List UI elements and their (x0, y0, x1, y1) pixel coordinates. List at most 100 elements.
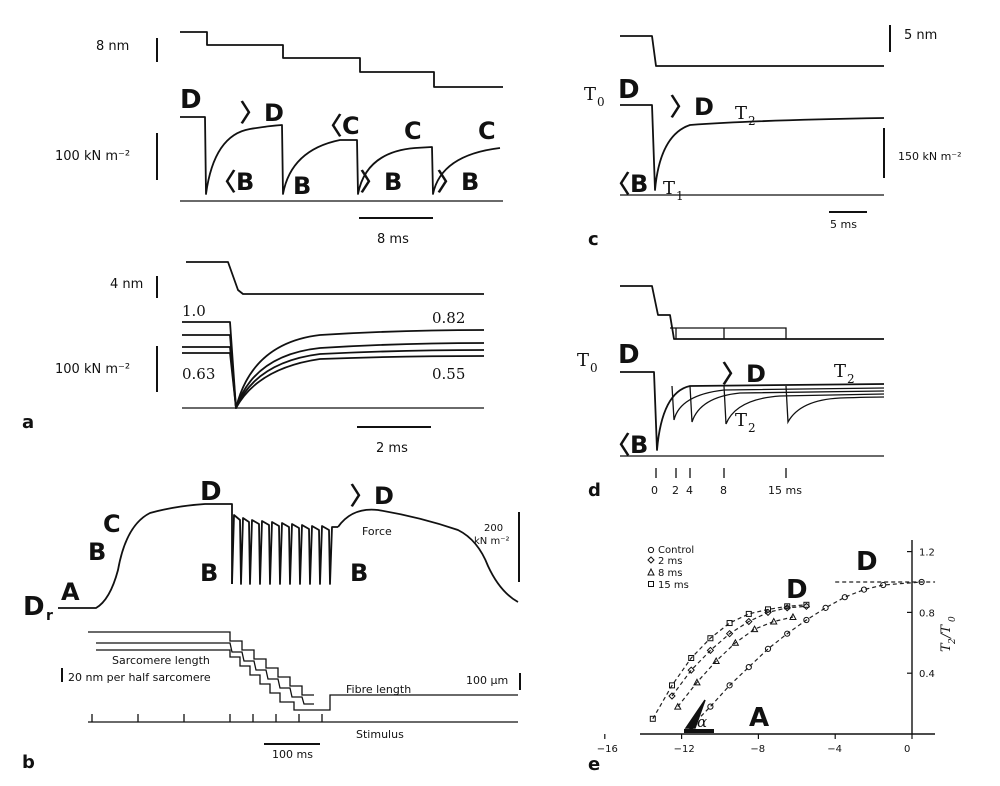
d-tick-0: 0 (651, 484, 658, 497)
e-point-control (726, 682, 733, 689)
e-x-tick-label: −16 (597, 744, 618, 755)
b-force-recovery-trace (337, 508, 519, 603)
d-force-traces (620, 371, 885, 451)
e-point-control (918, 578, 925, 586)
a-top-marker-b: B (293, 172, 311, 200)
e-legend-8ms: 8 ms (658, 568, 683, 579)
e-legend-15ms: 15 ms (658, 580, 689, 591)
a-top-marker-lt-b: 〈B (212, 168, 254, 196)
e-point-8-ms (769, 617, 778, 625)
d-time-ticks (655, 468, 787, 478)
b-marker-b-1: B (88, 538, 106, 566)
b-marker-d-r: D (23, 592, 45, 622)
d-tick-8: 8 (720, 484, 727, 497)
d-marker-gt-d: 〉D (722, 360, 766, 388)
b-sawtooth-force (231, 514, 338, 585)
e-fit-curve (690, 581, 922, 727)
e-point-15-ms (745, 610, 752, 617)
c-marker-lt-b: 〈B (606, 170, 648, 198)
e-marker-a: A (749, 703, 769, 733)
d-t0-label: T (577, 350, 589, 371)
e-alpha-label: α (697, 713, 707, 731)
b-sarcomere-scale-label: 20 nm per half sarcomere (68, 671, 211, 684)
e-point-15-ms (688, 655, 695, 661)
e-x-tick-label: −12 (674, 744, 695, 755)
e-point-control (841, 594, 848, 601)
e-y-tick-label: 0.8 (919, 608, 935, 619)
b-marker-gt-d: 〉D (350, 482, 394, 510)
e-legend-symbol-control (647, 546, 655, 554)
e-x-tick-label: −4 (827, 744, 842, 755)
b-time-label: 100 ms (272, 748, 313, 761)
c-force-scale-label: 150 kN m⁻² (898, 150, 962, 163)
e-point-2-ms (706, 646, 715, 655)
b-marker-b-3: B (350, 559, 368, 587)
b-marker-d-1: D (200, 477, 222, 507)
e-point-8-ms (731, 638, 740, 646)
d-length-step-traces (670, 327, 787, 339)
a-bottom-force-trace-4 (182, 352, 485, 409)
e-legend-symbol-8ms (647, 567, 655, 576)
e-legend: Control 2 ms 8 ms 15 ms (647, 545, 694, 591)
e-y-ticks: 0.40.81.2 (835, 548, 936, 680)
e-x-tick-label: −8 (750, 744, 765, 755)
a-bottom-value-1-0: 1.0 (182, 302, 206, 320)
e-fit-curve (652, 604, 807, 720)
e-point-8-ms (673, 702, 682, 710)
panel-c: 5 nm 150 kN m⁻² T 0 D 〉D T 2 〈B T 1 5 ms… (584, 25, 962, 250)
b-stimulus-label: Stimulus (356, 728, 404, 741)
a-top-marker-d: D (180, 85, 202, 115)
a-top-marker-gt-b-2: 〉B (437, 168, 479, 196)
panel-label-b: b (22, 752, 35, 773)
a-bottom-length-trace (186, 261, 484, 295)
e-point-15-ms (765, 606, 771, 613)
a-bottom-force-scale-label: 100 kN m⁻² (55, 362, 130, 377)
c-t2-label: T (735, 103, 747, 124)
b-stimulus-ticks (91, 714, 323, 722)
e-point-15-ms (649, 715, 656, 722)
a-bottom-force-trace-2 (182, 334, 485, 409)
e-point-15-ms (784, 603, 791, 610)
e-point-8-ms (693, 678, 701, 686)
c-t1-subscript: 1 (676, 189, 684, 203)
panel-b: D C B A B 〉D B D r Force 200 kN m⁻² Sarc… (22, 477, 521, 773)
d-t0-subscript: 0 (590, 361, 598, 375)
e-fit-curve (671, 605, 807, 697)
b-sarcomere-trace-2 (96, 642, 314, 705)
d-force-trace-15ms (785, 385, 885, 425)
e-legend-control: Control (658, 545, 694, 556)
e-y-label-t2: T (939, 642, 954, 652)
e-point-control (707, 703, 714, 710)
e-point-8-ms (789, 612, 797, 620)
e-point-control (745, 664, 752, 671)
b-fibre-scale-label: 100 μm (466, 674, 508, 687)
e-y-label-t2-subscript: 2 (948, 638, 958, 645)
e-y-label: T 2 /T 0 (939, 616, 958, 652)
e-point-15-ms (669, 682, 675, 689)
e-legend-symbol-2ms (647, 556, 655, 564)
a-top-force-scale-label: 100 kN m⁻² (55, 149, 130, 164)
e-fit-curves (652, 581, 922, 727)
e-point-2-ms (687, 666, 695, 674)
b-marker-b-2: B (200, 559, 218, 587)
b-sarcomere-trace-1 (88, 631, 314, 696)
panel-label-a: a (22, 412, 34, 433)
d-force-trace-4ms (689, 385, 885, 423)
panel-a-top: 8 nm 100 kN m⁻² D 〉D 〈B 〈C B C 〉B C 〉B 8… (55, 31, 503, 247)
e-point-2-ms (725, 629, 734, 638)
d-length-trace (620, 285, 884, 340)
e-point-control (784, 630, 791, 637)
panel-label-d: d (588, 480, 601, 501)
c-t0-subscript: 0 (597, 95, 605, 109)
d-t2-subscript-upper: 2 (847, 372, 855, 386)
c-t2-subscript: 2 (748, 114, 756, 128)
d-force-trace-8ms (723, 385, 885, 425)
e-point-15-ms (707, 635, 714, 642)
a-bottom-length-scale-label: 4 nm (110, 277, 143, 292)
a-top-marker-lt-c: 〈C (318, 112, 360, 140)
a-bottom-time-label: 2 ms (376, 441, 408, 456)
e-alpha-angle-wedge (684, 699, 706, 729)
e-point-15-ms (803, 601, 810, 608)
